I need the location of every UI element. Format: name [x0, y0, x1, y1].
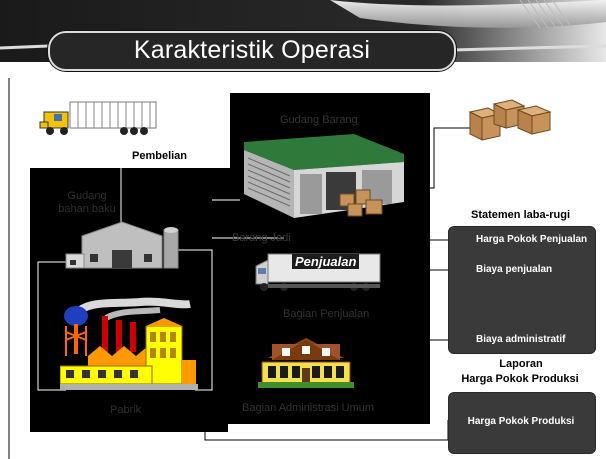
connectors	[37, 132, 284, 391]
title-pill	[48, 31, 456, 71]
label-laporan: Laporan	[499, 358, 543, 370]
label-statemen-laba-rugi: Statemen laba-rugi	[471, 209, 571, 221]
label-laporan-hpp: Harga Pokok Produksi	[461, 373, 579, 385]
hpp-produksi-box	[448, 392, 596, 454]
label-harga-pokok-produksi: Harga Pokok Produksi	[467, 416, 575, 427]
connector-warehouse-to-boxes	[405, 127, 470, 189]
connector-raw-to-factory	[37, 261, 72, 391]
label-gudang-barang: Gudang Barang	[280, 114, 358, 126]
label-barang-jadi: Barang Jadi	[232, 232, 291, 244]
label-harga-pokok-penjualan: Harga Pokok Penjualan	[476, 234, 588, 245]
label-bagian-penjualan: Bagian Penjualan	[283, 308, 370, 320]
label-penjualan-sign: Penjualan	[292, 254, 360, 269]
label-gudang-bahan-baku: Gudang bahan baku	[58, 190, 116, 215]
truck-icon	[39, 101, 157, 135]
label-biaya-administratif: Biaya administratif	[476, 334, 566, 345]
header-swoosh-lines	[519, 0, 573, 29]
factory-icon	[60, 297, 198, 390]
boxes-icon	[468, 99, 552, 141]
connector-to-hpp	[400, 209, 466, 241]
laba-rugi-box	[448, 226, 596, 354]
label-pabrik: Pabrik	[110, 404, 142, 416]
label-bagian-admin: Bagian Administrasi Umum	[242, 402, 375, 414]
connector-factory-finished	[175, 249, 213, 391]
label-pembelian: Pembelian	[132, 150, 188, 162]
admin-building-icon	[258, 338, 354, 388]
warehouse-icon	[244, 134, 404, 218]
raw-warehouse-icon	[65, 221, 179, 269]
header-rule	[0, 44, 606, 52]
page-title: Karakteristik Operasi	[133, 36, 371, 64]
header-swoosh	[330, 0, 606, 28]
label-biaya-penjualan: Biaya penjualan	[476, 264, 553, 275]
